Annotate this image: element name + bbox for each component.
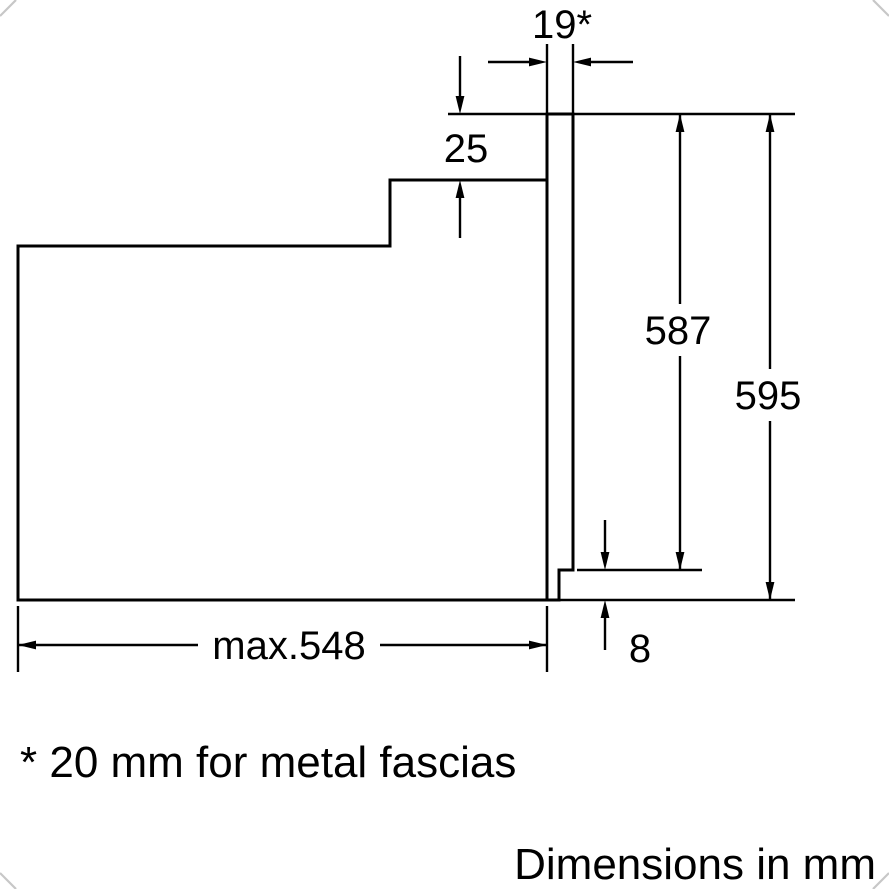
dim-label-19: 19* [532, 3, 592, 47]
arrowhead-up-icon [765, 114, 775, 132]
arrowhead-right-icon [529, 57, 547, 67]
corner-mark-bottom-left [0, 872, 17, 889]
dim-case-height: 587 [638, 114, 718, 570]
arrowhead-down-icon [600, 552, 610, 570]
dim-bottom-gap: 8 [600, 520, 651, 671]
arrowhead-down-icon [455, 96, 465, 114]
units-note: Dimensions in mm [514, 840, 876, 889]
arrowhead-down-icon [675, 552, 685, 570]
oven-fascia-panel [545, 112, 575, 602]
extension-lines [16, 44, 795, 672]
dim-label-587: 587 [645, 309, 712, 353]
dim-overall-height: 595 [728, 114, 808, 600]
dim-label-25: 25 [444, 127, 489, 171]
arrowhead-left-icon [573, 57, 591, 67]
arrowhead-down-icon [765, 582, 775, 600]
arrowhead-right-icon [529, 640, 547, 650]
arrowhead-up-icon [675, 114, 685, 132]
arrowhead-up-icon [600, 600, 610, 618]
corner-mark-bottom-right [872, 872, 889, 889]
dim-top-overhang: 25 [444, 56, 489, 238]
corner-mark-top-right [872, 0, 889, 17]
label-background [198, 621, 380, 669]
dim-label-8: 8 [629, 627, 651, 671]
dim-label-max548: max.548 [212, 624, 365, 668]
dim-max-depth: max.548 [18, 621, 547, 669]
dim-label-595: 595 [735, 374, 802, 418]
oven-outline [16, 112, 575, 602]
footnote-metal-fascias: * 20 mm for metal fascias [20, 738, 516, 787]
label-background [728, 369, 808, 421]
corner-mark-top-left [0, 0, 17, 17]
dim-fascia-width: 19* [488, 3, 633, 67]
oven-case [16, 178, 549, 602]
label-background [638, 304, 718, 356]
arrowhead-up-icon [455, 180, 465, 198]
arrowhead-left-icon [18, 640, 36, 650]
